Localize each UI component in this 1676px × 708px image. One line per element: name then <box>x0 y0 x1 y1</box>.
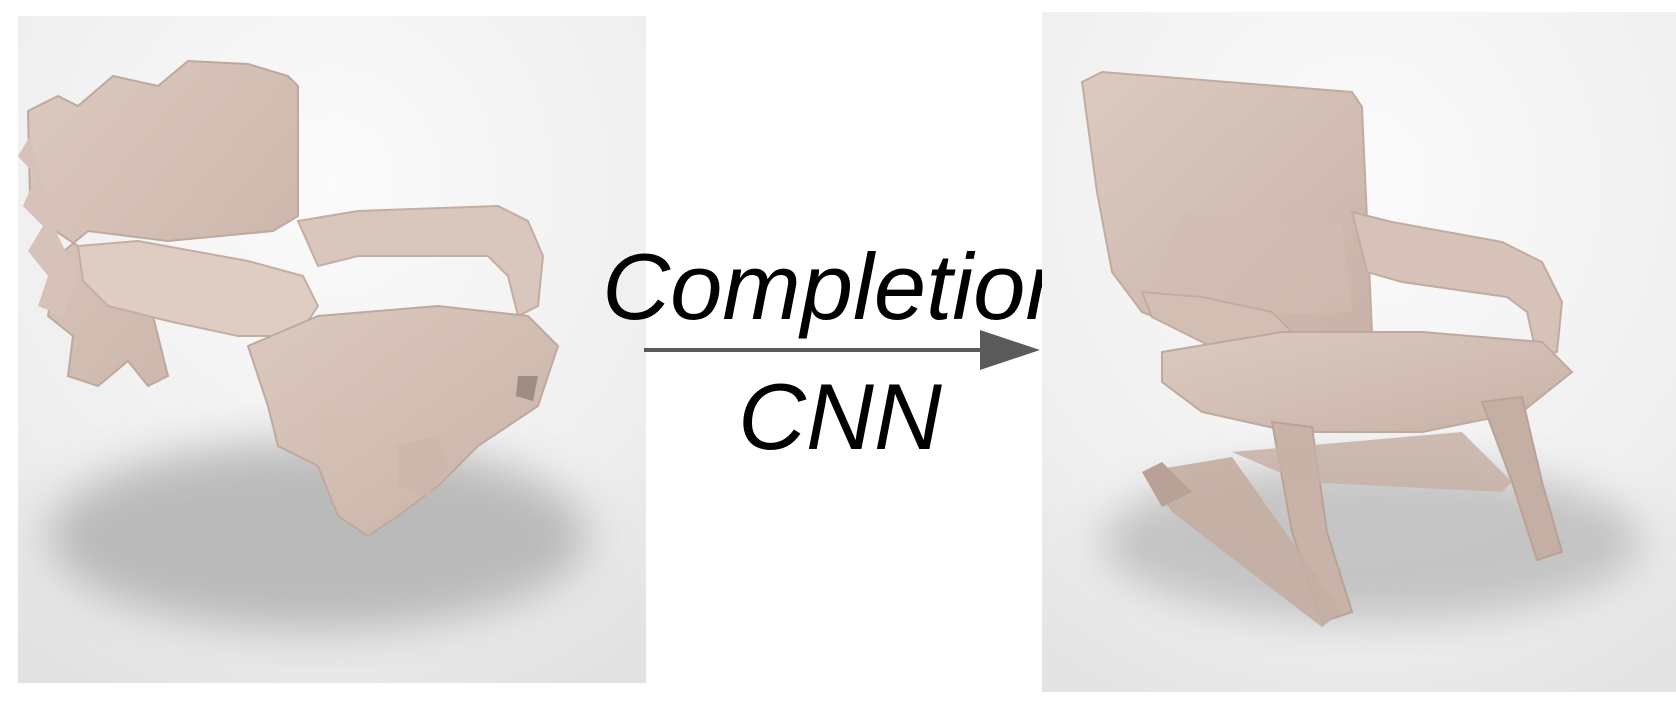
completed-output-image <box>1042 12 1676 692</box>
method-label-top: Completion <box>602 234 1078 339</box>
incomplete-chair-icon <box>18 16 646 683</box>
complete-chair-icon <box>1042 12 1676 692</box>
input-scan-image <box>18 16 646 683</box>
method-label-bottom: CNN <box>738 364 942 469</box>
right-arrow-icon <box>644 328 1044 372</box>
